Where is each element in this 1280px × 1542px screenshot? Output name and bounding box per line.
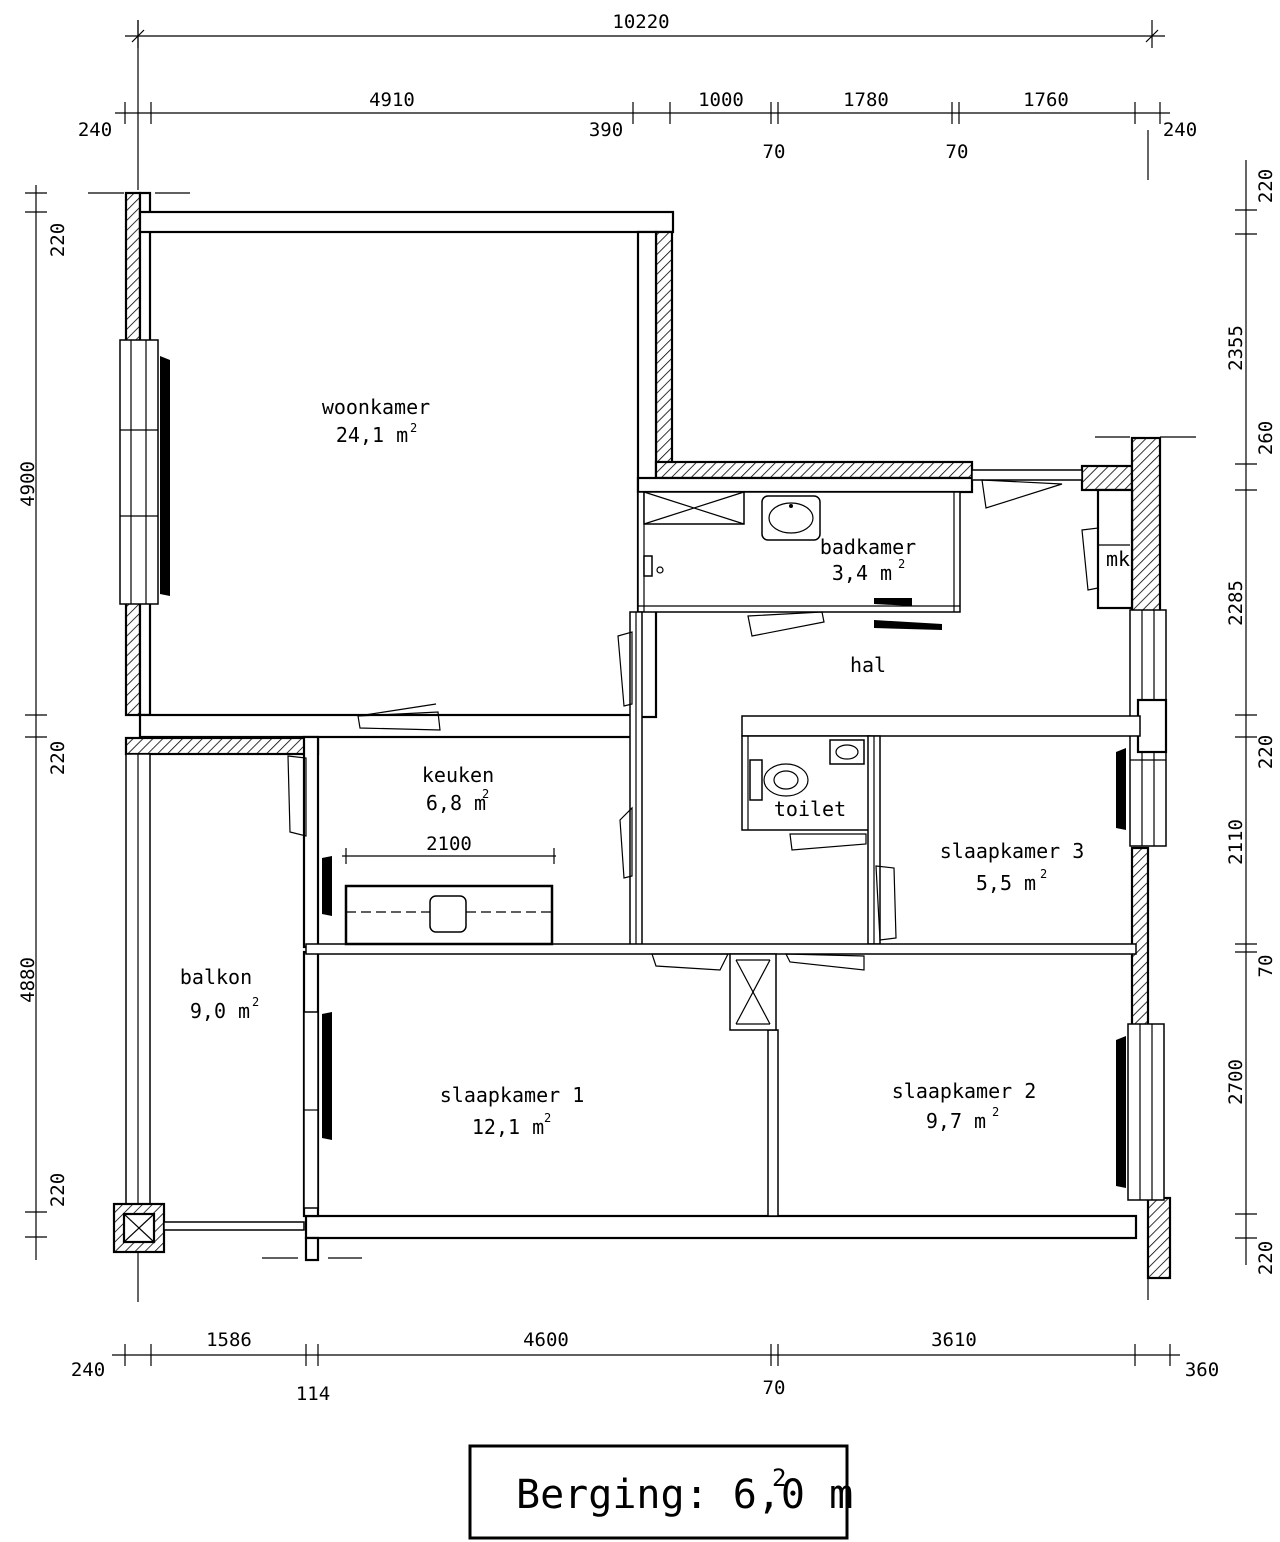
dimension-bottom-row: 240 1586 114 4600 70 3610 360 [71, 1329, 1219, 1405]
room-name: keuken [422, 763, 494, 787]
axis-lines [88, 20, 1196, 1302]
room-name: hal [850, 653, 886, 677]
dim-right-1: 2355 [1225, 325, 1247, 371]
room-area-unit-sup: 2 [410, 421, 417, 435]
dim-top-4: 70 [763, 141, 786, 163]
dimension-top-row: 240 4910 390 1000 70 1780 70 1760 240 [78, 89, 1197, 163]
room-name: badkamer [820, 535, 916, 559]
room-area: 9,0 m [190, 999, 250, 1023]
dim-left-0: 220 [47, 223, 69, 257]
room-name: mk [1106, 547, 1130, 571]
dim-left-1: 4900 [17, 461, 39, 507]
windows [119, 339, 1168, 1209]
dim-left-4: 220 [47, 1173, 69, 1207]
dim-bottom-2: 114 [296, 1383, 330, 1405]
room-area-unit-sup: 2 [992, 1105, 999, 1119]
dim-bottom-1: 1586 [206, 1329, 252, 1351]
dim-top-6: 70 [946, 141, 969, 163]
room-area: 9,7 m [926, 1109, 986, 1133]
room-slaapkamer-1: slaapkamer 1 12,1 m 2 [440, 1083, 585, 1139]
dim-bottom-4: 70 [763, 1377, 786, 1399]
room-toilet: toilet [774, 797, 846, 821]
room-woonkamer: woonkamer 24,1 m 2 [322, 395, 430, 447]
dim-bottom-3: 4600 [523, 1329, 569, 1351]
berging-box: Berging: 6,0 m 2 [468, 1444, 853, 1540]
dim-top-0: 240 [78, 119, 112, 141]
berging-unit-sup: 2 [772, 1464, 786, 1492]
dim-top-8: 240 [1163, 119, 1197, 141]
dim-right-2: 260 [1255, 421, 1277, 455]
dim-top-total: 10220 [612, 11, 669, 33]
room-balkon: balkon 9,0 m 2 [180, 965, 259, 1023]
room-badkamer: badkamer 3,4 m 2 [820, 535, 916, 585]
room-slaapkamer-2: slaapkamer 2 9,7 m 2 [892, 1079, 1037, 1133]
dim-left-3: 4880 [17, 957, 39, 1003]
dim-right-6: 70 [1255, 955, 1277, 978]
room-area: 12,1 m [472, 1115, 544, 1139]
dimension-left-column: 220 4900 220 4880 220 [17, 185, 69, 1260]
room-area: 3,4 m [832, 561, 892, 585]
room-name: toilet [774, 797, 846, 821]
fixtures: 2100 [342, 495, 865, 946]
dim-bottom-6: 360 [1185, 1359, 1219, 1381]
room-name: balkon [180, 965, 252, 989]
room-keuken: keuken 6,8 m 2 [422, 763, 494, 815]
dim-top-1: 4910 [369, 89, 415, 111]
dimension-right-column: 220 2355 260 2285 220 2110 70 2700 220 [1225, 160, 1277, 1275]
room-mk: mk [1106, 547, 1130, 571]
room-hal: hal [850, 653, 886, 677]
dimension-top-total: 10220 [125, 11, 1165, 48]
dim-right-4: 220 [1255, 735, 1277, 769]
room-area: 6,8 m [426, 791, 486, 815]
interior-walls [305, 491, 1141, 1217]
dim-left-2: 220 [47, 741, 69, 775]
dim-top-3: 1000 [698, 89, 744, 111]
dim-right-0: 220 [1255, 169, 1277, 203]
dim-right-5: 2110 [1225, 819, 1247, 865]
room-name: slaapkamer 1 [440, 1083, 585, 1107]
dim-bottom-0: 240 [71, 1359, 105, 1381]
dim-right-7: 2700 [1225, 1059, 1247, 1105]
dim-right-3: 2285 [1225, 580, 1247, 626]
room-slaapkamer-3: slaapkamer 3 5,5 m 2 [940, 839, 1085, 895]
room-area-unit-sup: 2 [544, 1111, 551, 1125]
dim-top-7: 1760 [1023, 89, 1069, 111]
dim-bottom-5: 3610 [931, 1329, 977, 1351]
room-area-unit-sup: 2 [898, 557, 905, 571]
room-area-unit-sup: 2 [252, 995, 259, 1009]
room-area: 24,1 m [336, 423, 408, 447]
room-area-unit-sup: 2 [482, 787, 489, 801]
room-name: woonkamer [322, 395, 430, 419]
dim-top-2: 390 [589, 119, 623, 141]
room-name: slaapkamer 3 [940, 839, 1085, 863]
berging-label: Berging: 6,0 m [516, 1472, 853, 1518]
dim-kitchen-counter: 2100 [426, 833, 472, 855]
room-name: slaapkamer 2 [892, 1079, 1037, 1103]
dim-top-5: 1780 [843, 89, 889, 111]
doors [287, 527, 1130, 971]
dim-right-8: 220 [1255, 1241, 1277, 1275]
room-area-unit-sup: 2 [1040, 867, 1047, 881]
room-area: 5,5 m [976, 871, 1036, 895]
